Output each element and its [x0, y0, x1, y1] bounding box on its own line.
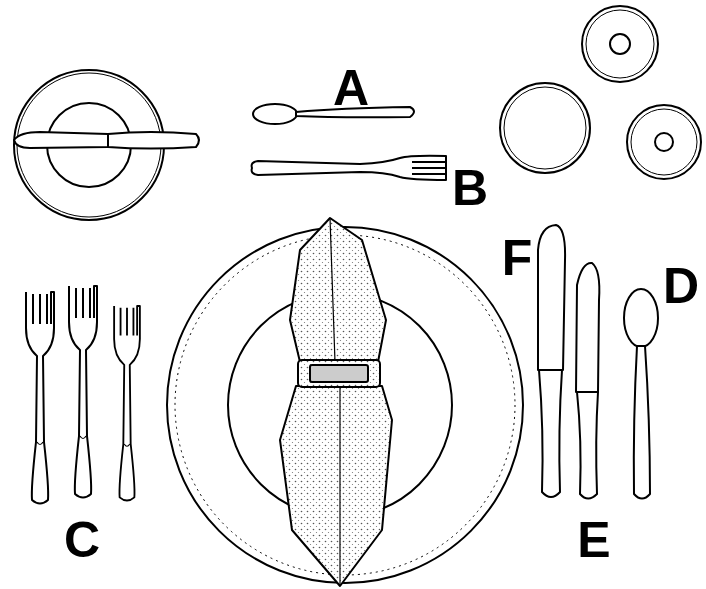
callout-letter: E: [577, 515, 610, 565]
butter-knife: [14, 132, 199, 149]
dinner-forks: [26, 286, 140, 504]
napkin: [280, 218, 392, 586]
callout-letter: B: [452, 163, 488, 213]
dessert-fork: [252, 156, 446, 180]
dinner-knife: [538, 225, 565, 497]
soup-spoon: [624, 289, 658, 499]
callout-letter: D: [663, 261, 699, 311]
callout-letter: F: [502, 233, 533, 283]
glassware: [500, 6, 701, 179]
callout-letter: C: [64, 515, 100, 565]
callout-letter: A: [333, 63, 369, 113]
fish-knife: [576, 263, 599, 499]
